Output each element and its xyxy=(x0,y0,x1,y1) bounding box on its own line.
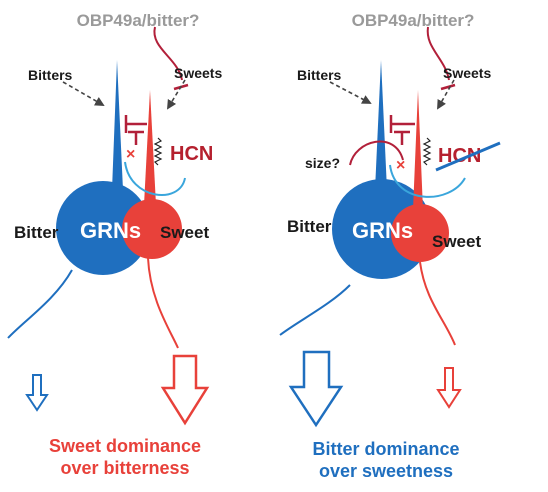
obp-label-right: OBP49a/bitter? xyxy=(352,11,475,30)
bitter-axon-left xyxy=(7,269,73,339)
sweet-axon-left xyxy=(147,257,179,349)
bitter-output-arrow-left xyxy=(25,374,49,412)
grns-label-left: GRNs xyxy=(80,218,141,243)
caption-line1-left: Sweet dominance xyxy=(49,436,201,456)
bitter-output-arrow-right xyxy=(288,350,344,428)
obp-label-left: OBP49a/bitter? xyxy=(77,11,200,30)
hcn-label-left: HCN xyxy=(170,143,213,165)
caption-line2-right: over sweetness xyxy=(319,461,453,481)
bitter-dendrite-left xyxy=(112,60,123,190)
bitter-grn-body-left xyxy=(56,181,150,275)
sweet-grn-body-left xyxy=(122,199,182,259)
bitters-arrow-left xyxy=(62,81,105,106)
sweet-cell-label-left: Sweet xyxy=(160,223,209,242)
hcn-spring-right xyxy=(422,137,432,166)
hcn-label-right: HCN xyxy=(438,145,481,167)
hcn-spring-left xyxy=(153,137,163,166)
sweets-arrow-right xyxy=(437,79,455,110)
sweet-output-arrow-left xyxy=(160,354,210,426)
sweets-arrow-left xyxy=(167,79,186,110)
bitter-dendrite-right xyxy=(375,60,387,190)
size-curve-right xyxy=(349,140,404,166)
bitters-arrow-right xyxy=(329,81,372,104)
obp-inhibition-bar-right xyxy=(440,83,456,91)
bitter-cell-label-right: Bitter xyxy=(287,217,332,236)
sweets-label-right: Sweets xyxy=(443,65,491,81)
sweet-axon-right xyxy=(419,261,456,346)
sweets-label-left: Sweets xyxy=(174,65,222,81)
sweet-output-arrow-right xyxy=(436,367,462,409)
obp-inhibition-curve-left xyxy=(153,26,183,81)
block-cross-left: × xyxy=(126,146,135,163)
block-cross-right: × xyxy=(396,157,405,174)
sweet-dendrite-right xyxy=(413,90,423,210)
panel-right: × OBP49a/bitter? Bitters Sweets HCN size… xyxy=(279,11,501,481)
bitter-axon-right xyxy=(279,284,351,336)
sodium-curve-left xyxy=(124,161,186,196)
hcn-strike-right xyxy=(435,141,501,172)
grns-label-right: GRNs xyxy=(352,218,413,243)
sweet-grn-body-right xyxy=(391,204,449,262)
bitter-cell-label-left: Bitter xyxy=(14,223,59,242)
sweet-dendrite-left xyxy=(144,90,156,205)
bitters-label-left: Bitters xyxy=(28,67,73,83)
sodium-curve-right xyxy=(389,164,466,198)
panel-left: × OBP49a/bitter? Bitters Sweets HCN Bitt… xyxy=(7,11,222,478)
caption-line1-right: Bitter dominance xyxy=(312,439,459,459)
obp-inhibition-curve-right xyxy=(426,26,450,81)
bitters-label-right: Bitters xyxy=(297,67,342,83)
sweet-cell-label-right: Sweet xyxy=(432,232,481,251)
caption-line2-left: over bitterness xyxy=(60,458,189,478)
size-label-right: size? xyxy=(305,155,340,171)
